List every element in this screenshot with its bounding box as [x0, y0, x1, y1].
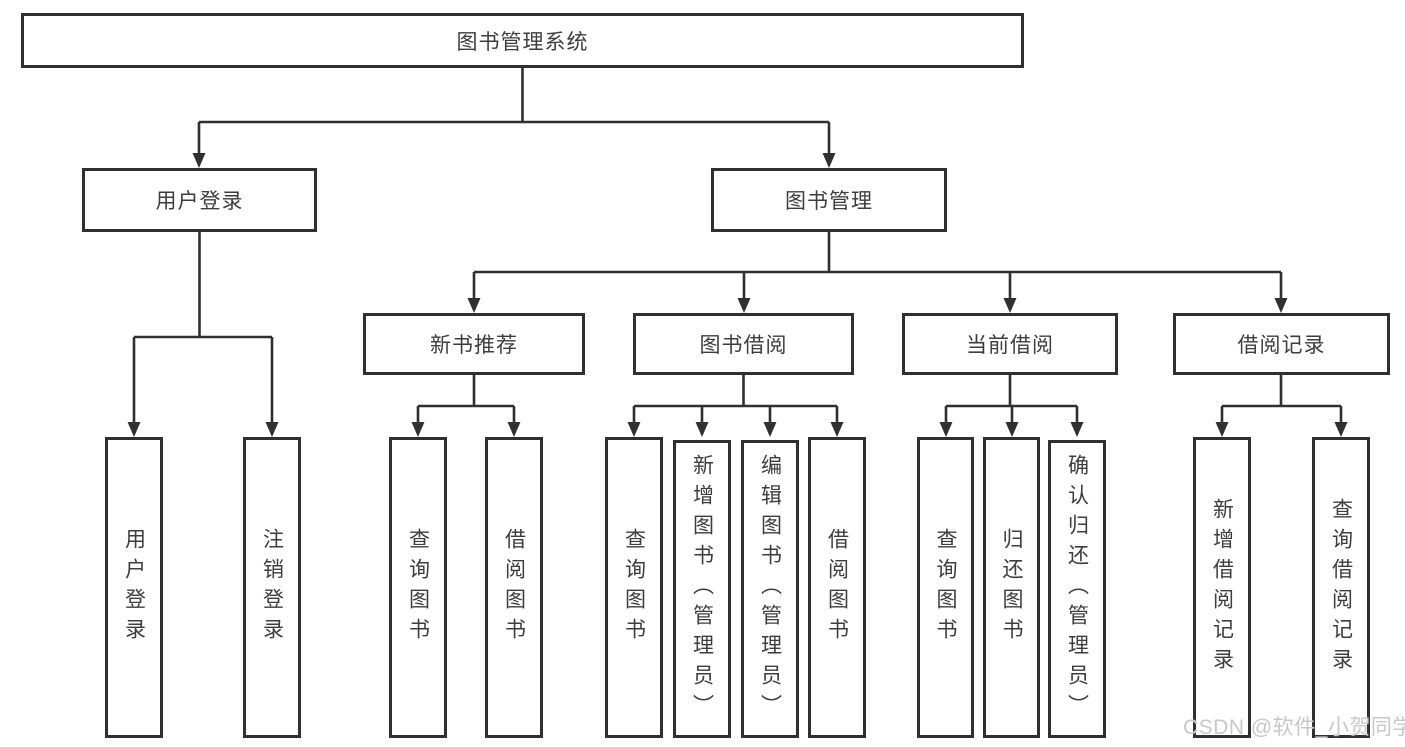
csdn-watermark: CSDN @软件_小贺同学 — [1183, 716, 1405, 739]
leaf-bb-add-book: 新增图书（管理员） — [673, 440, 731, 738]
arrowhead — [822, 153, 836, 168]
leaf-user-login: 用户登录 — [105, 437, 163, 738]
node-book-borrow: 图书借阅 — [633, 313, 854, 375]
node-current-borrow-label: 当前借阅 — [966, 334, 1054, 357]
leaf-rec-borrow-book: 借阅图书 — [485, 437, 543, 738]
arrowhead — [737, 298, 751, 313]
node-user-login: 用户登录 — [82, 168, 317, 232]
leaf-cb-query-book-label: 查询图书 — [934, 527, 957, 648]
leaf-logout: 注销登录 — [243, 437, 301, 738]
leaf-cb-return-book: 归还图书 — [983, 437, 1040, 738]
leaf-cb-query-book: 查询图书 — [917, 437, 974, 738]
leaf-br-query-record-label: 查询借阅记录 — [1329, 497, 1353, 678]
arrowhead — [1005, 422, 1019, 437]
arrowhead — [467, 298, 481, 313]
connector-current-borrow-to-leaves — [944, 375, 1079, 427]
leaf-rec-borrow-book-label: 借阅图书 — [502, 527, 526, 648]
connector-book-mgmt-to-level3 — [472, 232, 1283, 303]
node-new-book-rec-label: 新书推荐 — [430, 334, 518, 357]
arrowhead — [1070, 422, 1084, 437]
arrowhead — [1003, 298, 1017, 313]
connector-root-to-level2 — [197, 68, 831, 158]
node-book-borrow-label: 图书借阅 — [699, 334, 788, 357]
arrowhead — [507, 422, 521, 437]
node-root-label: 图书管理系统 — [456, 30, 589, 54]
node-current-borrow: 当前借阅 — [902, 313, 1118, 375]
leaf-bb-borrow-book-label: 借阅图书 — [825, 527, 849, 648]
arrowhead — [627, 422, 641, 437]
arrowhead — [411, 422, 425, 437]
arrowhead — [265, 422, 279, 437]
leaf-br-add-record-label: 新增借阅记录 — [1210, 497, 1234, 678]
leaf-user-login-label: 用户登录 — [122, 527, 146, 648]
node-user-login-label: 用户登录 — [155, 190, 244, 213]
leaf-bb-query-book-label: 查询图书 — [622, 527, 646, 648]
leaf-bb-edit-book-label: 编辑图书（管理员） — [758, 454, 782, 724]
arrowheads — [127, 153, 1348, 437]
connector-user-login-to-leaves — [132, 232, 274, 427]
arrowhead — [1215, 422, 1229, 437]
leaf-bb-borrow-book: 借阅图书 — [808, 437, 866, 738]
arrowhead — [695, 422, 709, 437]
arrowhead — [1334, 422, 1348, 437]
leaf-logout-label: 注销登录 — [260, 527, 284, 648]
leaf-bb-add-book-label: 新增图书（管理员） — [690, 454, 714, 724]
arrowhead — [127, 422, 141, 437]
arrowhead — [830, 422, 844, 437]
leaf-cb-return-book-label: 归还图书 — [1000, 527, 1023, 648]
node-book-mgmt: 图书管理 — [711, 168, 947, 232]
arrowhead — [939, 422, 953, 437]
arrowhead — [763, 422, 777, 437]
node-borrow-records-label: 借阅记录 — [1237, 334, 1326, 357]
leaf-bb-edit-book: 编辑图书（管理员） — [741, 440, 799, 738]
node-borrow-records: 借阅记录 — [1173, 313, 1390, 375]
arrowhead — [1274, 298, 1288, 313]
leaf-rec-query-book-label: 查询图书 — [406, 527, 430, 648]
leaf-rec-query-book: 查询图书 — [389, 437, 447, 738]
connector-new-book-rec-to-leaves — [416, 375, 516, 427]
leaf-br-query-record: 查询借阅记录 — [1312, 437, 1370, 738]
leaf-bb-query-book: 查询图书 — [605, 437, 663, 738]
leaf-br-add-record: 新增借阅记录 — [1193, 437, 1251, 738]
connector-borrow-records-to-leaves — [1220, 375, 1343, 427]
node-book-mgmt-label: 图书管理 — [785, 190, 873, 213]
arrowhead — [192, 153, 206, 168]
connector-book-borrow-to-leaves — [632, 375, 839, 427]
leaf-cb-confirm-return: 确认归还（管理员） — [1048, 440, 1106, 738]
node-root: 图书管理系统 — [21, 13, 1024, 68]
node-new-book-rec: 新书推荐 — [363, 313, 585, 375]
leaf-cb-confirm-return-label: 确认归还（管理员） — [1065, 454, 1089, 724]
